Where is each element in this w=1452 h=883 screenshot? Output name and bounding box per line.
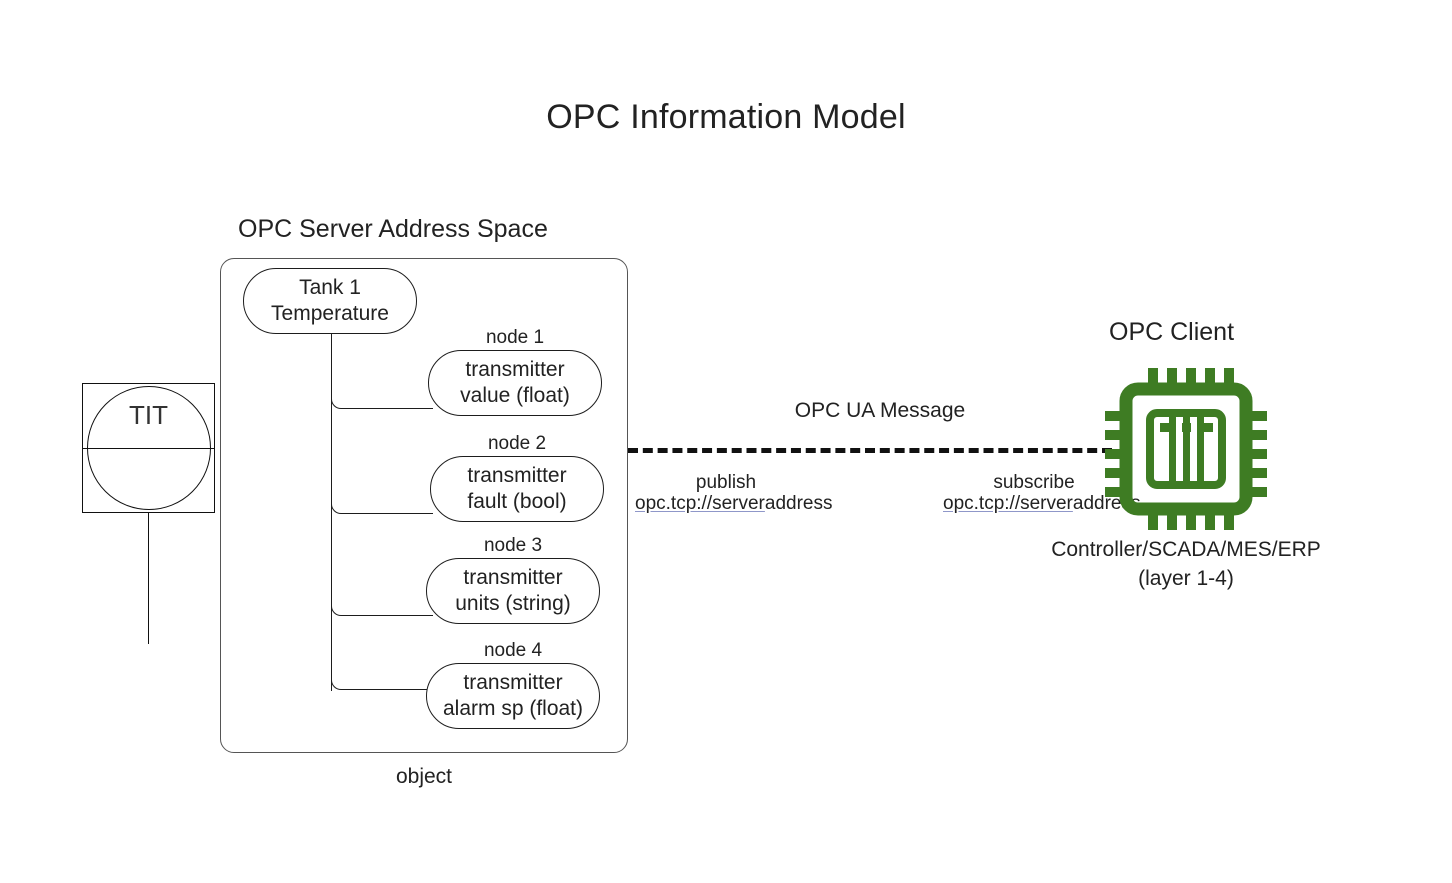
subscribe-endpoint-url-link[interactable]: opc.tcp://server xyxy=(943,493,1073,514)
node-4-line-2: alarm sp (float) xyxy=(442,697,584,720)
tree-elbow-node-2 xyxy=(331,503,343,514)
tree-trunk-line xyxy=(331,333,332,691)
opc-client-heading: OPC Client xyxy=(1109,318,1235,346)
opc-ua-message-connector xyxy=(628,448,1112,453)
object-node-line-2: Temperature xyxy=(271,302,389,325)
publish-endpoint-url[interactable]: opc.tcp://serveraddress xyxy=(635,493,833,515)
object-node-tank1-temperature[interactable]: Tank 1 Temperature xyxy=(243,268,417,334)
node-2-caption: node 2 xyxy=(487,433,547,454)
server-address-space-heading: OPC Server Address Space xyxy=(238,215,548,243)
tree-branch-node-1 xyxy=(341,408,433,409)
tree-elbow-node-3 xyxy=(331,605,343,616)
instrument-process-connection-line xyxy=(148,513,149,644)
variable-node-3[interactable]: transmitter units (string) xyxy=(426,558,600,624)
node-4-line-1: transmitter xyxy=(463,671,563,695)
tree-branch-node-3 xyxy=(341,615,433,616)
client-caption-line-2: (layer 1-4) xyxy=(1138,567,1234,590)
node-3-line-1: transmitter xyxy=(463,566,563,590)
node-1-caption: node 1 xyxy=(485,327,545,348)
node-2-line-1: transmitter xyxy=(467,464,567,488)
tree-branch-node-2 xyxy=(341,513,433,514)
subscribe-action-label: subscribe xyxy=(993,472,1075,493)
object-label: object xyxy=(395,765,453,788)
node-3-caption: node 3 xyxy=(483,535,543,556)
node-4-caption: node 4 xyxy=(483,640,543,661)
node-1-line-2: value (float) xyxy=(460,384,570,407)
server-address-space-box xyxy=(220,258,628,753)
publish-endpoint-url-plain: address xyxy=(764,493,833,514)
tree-branch-node-4 xyxy=(341,689,433,690)
node-2-line-2: fault (bool) xyxy=(467,490,567,513)
cpu-chip-icon xyxy=(1105,368,1267,530)
page-title: OPC Information Model xyxy=(546,98,906,136)
client-caption-line-1: Controller/SCADA/MES/ERP xyxy=(1051,538,1321,561)
subscribe-endpoint-url[interactable]: opc.tcp://serveraddress xyxy=(943,493,1141,515)
publish-endpoint-url-link[interactable]: opc.tcp://server xyxy=(635,493,765,514)
instrument-divider xyxy=(83,448,214,449)
variable-node-1[interactable]: transmitter value (float) xyxy=(428,350,602,416)
node-1-line-1: transmitter xyxy=(465,358,565,382)
publish-action-label: publish xyxy=(695,472,757,493)
tree-elbow-node-1 xyxy=(331,398,343,409)
instrument-tag-label: TIT xyxy=(129,400,168,430)
tree-elbow-node-4 xyxy=(331,679,343,690)
opc-ua-message-label: OPC UA Message xyxy=(794,399,966,422)
variable-node-2[interactable]: transmitter fault (bool) xyxy=(430,456,604,522)
transmitter-instrument-symbol: TIT xyxy=(82,383,215,513)
node-3-line-2: units (string) xyxy=(455,592,571,615)
object-node-line-1: Tank 1 xyxy=(299,276,361,300)
variable-node-4[interactable]: transmitter alarm sp (float) xyxy=(426,663,600,729)
